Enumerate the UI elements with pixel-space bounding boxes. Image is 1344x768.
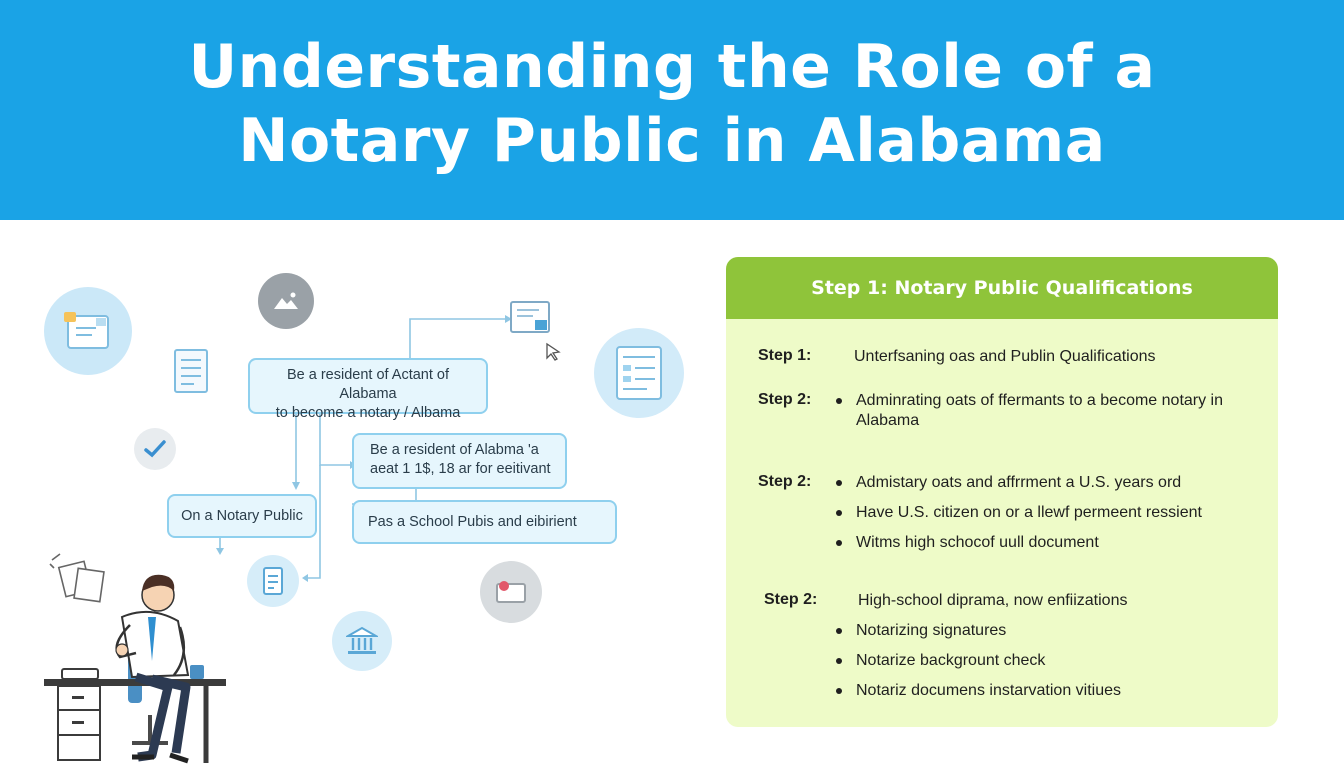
window-cursor-icon [509,300,569,362]
bullet-icon [836,540,842,546]
list-item: Admistary oats and affrrment a U.S. year… [834,473,1278,493]
title-banner: Understanding the Role of a Notary Publi… [0,0,1344,220]
bank-icon [332,611,392,671]
node-resident-line-1: Be a resident of Actant of Alabama [286,367,450,402]
node-age-line-1: Be a resident of Alabma 'a [370,442,539,458]
document-icon [44,287,132,375]
papers-icon [48,552,110,604]
list-item: Notariz documens instarvation vitiues [834,681,1264,701]
file-list-icon [172,348,212,396]
checkmark-icon [134,428,176,470]
list-item: High-school diprama, now enfiizations [858,592,1128,609]
node-resident-requirement: Be a resident of Actant of Alabama to be… [248,358,488,421]
card-header: Step 1: Notary Public Qualifications [726,257,1278,319]
title-line-2: Notary Public in Alabama [238,106,1106,176]
qualification-flow-diagram: Be a resident of Actant of Alabama to be… [0,220,700,768]
bullet-icon [836,658,842,664]
title-line-1: Understanding the Role of a [188,32,1156,102]
file-icon [247,555,299,607]
bullet-icon [836,510,842,516]
form-icon [594,328,684,418]
list-item: Adminrating oats of ffermants to a becom… [834,391,1264,431]
list-item: Notarizing signatures [834,621,1264,641]
bullet-icon [836,688,842,694]
image-icon [258,273,314,329]
page-title: Understanding the Role of a Notary Publi… [0,30,1344,178]
qualifications-card: Step 1: Notary Public Qualifications Ste… [726,257,1278,727]
person-at-desk-illustration [40,565,230,765]
node-notary-line-1: On a Notary Public [181,508,303,524]
list-item: Notarize backgrount check [834,651,1264,671]
node-age-requirement: Be a resident of Alabma 'a aeat 1 1$, 18… [352,433,567,489]
node-notary-public: On a Notary Public [167,494,317,538]
step-label: Step 2: [758,473,812,490]
node-school-line-1: Pas a School Pubis and eibirient [368,514,577,530]
step-label: Step 1: [758,347,812,364]
list-item: Have U.S. citizen on or a llewf permeent… [834,503,1278,523]
bullet-icon [836,628,842,634]
list-item: Witms high schocof uull document [834,533,1278,553]
step-label: Step 2: [758,391,812,408]
mail-icon [480,561,542,623]
list-item: Unterfsaning oas and Publin Qualificatio… [854,348,1156,365]
bullet-icon [836,398,842,404]
bullet-icon [836,480,842,486]
node-resident-line-2: to become a notary / Albama [275,405,461,421]
node-school-requirement: Pas a School Pubis and eibirient [352,500,617,544]
step-label: Step 2: [764,591,818,608]
node-age-line-2: aeat 1 1$, 18 ar for eeitivant [370,461,551,477]
